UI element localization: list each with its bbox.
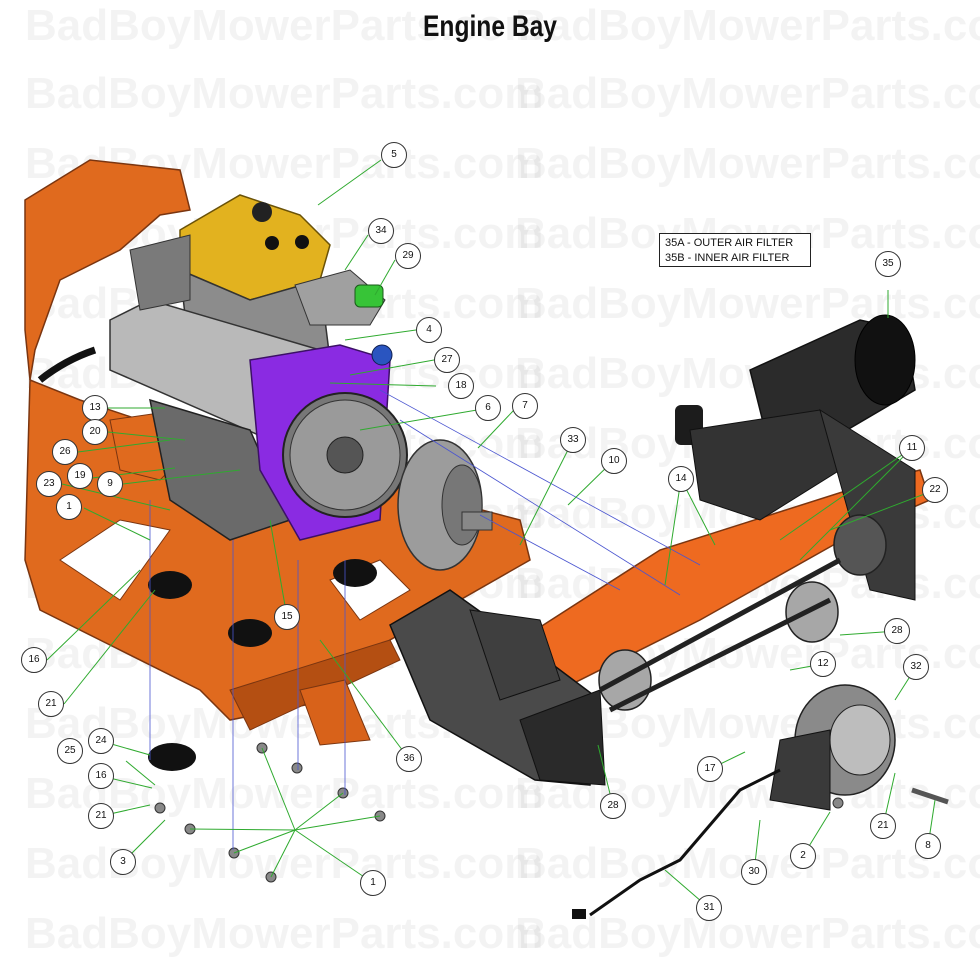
- callout: 20: [82, 419, 108, 445]
- callout: 27: [434, 347, 460, 373]
- callout: 14: [668, 466, 694, 492]
- callout: 26: [52, 439, 78, 465]
- callout: 21: [870, 813, 896, 839]
- callout: 3: [110, 849, 136, 875]
- engine-assembly: [37, 194, 408, 541]
- chassis-frame: [24, 159, 931, 746]
- callout: 17: [697, 756, 723, 782]
- callout: 2: [790, 843, 816, 869]
- watermark-text: BadBoyMowerParts.com: [515, 279, 980, 328]
- callout: 30: [741, 859, 767, 885]
- watermark-text: BadBoyMowerParts.com: [25, 839, 543, 888]
- page-title: Engine Bay: [423, 10, 557, 43]
- alignment-lines: [149, 389, 701, 850]
- callout: 29: [395, 243, 421, 269]
- air-filter: [675, 314, 916, 601]
- callout: 15: [274, 604, 300, 630]
- legend-line-2: 35B - INNER AIR FILTER: [665, 252, 790, 264]
- callout: 31: [696, 895, 722, 921]
- watermark-text: BadBoyMowerParts.com: [515, 909, 980, 958]
- legend-box: 35A - OUTER AIR FILTER 35B - INNER AIR F…: [659, 233, 811, 267]
- callout: 4: [416, 317, 442, 343]
- callout: 16: [88, 763, 114, 789]
- watermark-text: BadBoyMowerParts.com: [515, 69, 980, 118]
- callout: 21: [88, 803, 114, 829]
- callout: 19: [67, 463, 93, 489]
- callout: 6: [475, 395, 501, 421]
- callout: 11: [899, 435, 925, 461]
- callout: 16: [21, 647, 47, 673]
- callout: 32: [903, 654, 929, 680]
- callout: 7: [512, 393, 538, 419]
- callout: 9: [97, 471, 123, 497]
- callout: 8: [915, 833, 941, 859]
- callout: 1: [360, 870, 386, 896]
- leader-lines: [46, 159, 936, 909]
- callout: 1: [56, 494, 82, 520]
- callout: 23: [36, 471, 62, 497]
- callout: 28: [884, 618, 910, 644]
- callout: 24: [88, 728, 114, 754]
- callout: 22: [922, 477, 948, 503]
- callout: 35: [875, 251, 901, 277]
- callout: 21: [38, 691, 64, 717]
- drive-components: [389, 514, 887, 786]
- watermark-text: BadBoyMowerParts.com: [515, 139, 980, 188]
- callout: 25: [57, 738, 83, 764]
- watermark-text: BadBoyMowerParts.com: [25, 909, 543, 958]
- callout: 10: [601, 448, 627, 474]
- pto-clutch: [572, 684, 949, 919]
- watermark-text: BadBoyMowerParts.com: [515, 1, 980, 50]
- adapter-plate: [397, 439, 493, 571]
- callout: 33: [560, 427, 586, 453]
- callout: 36: [396, 746, 422, 772]
- engine-mounts: [148, 559, 377, 771]
- watermark-text: BadBoyMowerParts.com: [25, 69, 543, 118]
- callout: 28: [600, 793, 626, 819]
- callout: 34: [368, 218, 394, 244]
- callout: 5: [381, 142, 407, 168]
- watermark-text: BadBoyMowerParts.com: [25, 1, 543, 50]
- legend-line-1: 35A - OUTER AIR FILTER: [665, 237, 794, 249]
- callout: 18: [448, 373, 474, 399]
- callout: 12: [810, 651, 836, 677]
- callout: 13: [82, 395, 108, 421]
